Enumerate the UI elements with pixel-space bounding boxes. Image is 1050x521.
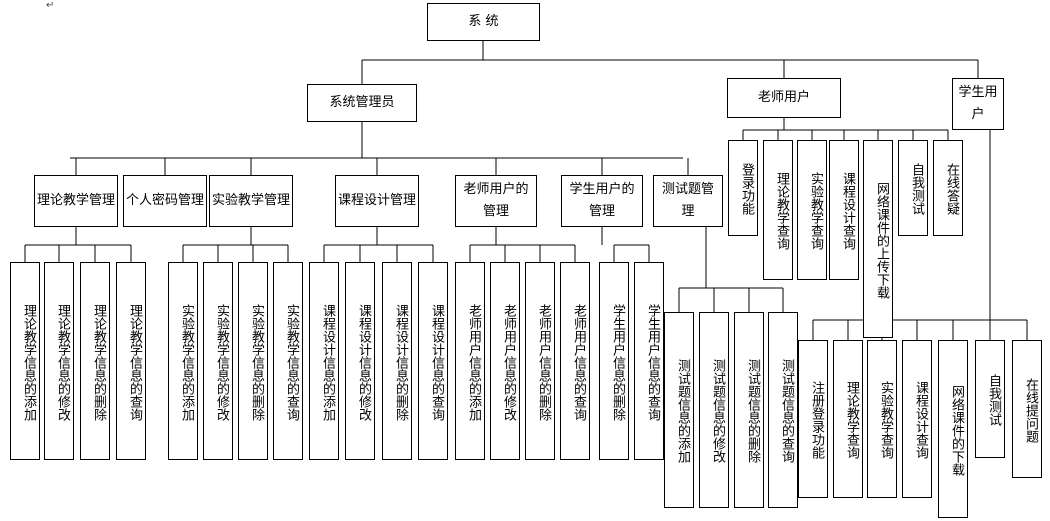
student-online-question: 在线提问题 [1012, 340, 1042, 478]
leaf-experiment-delete: 实验教学信息的删除 [238, 262, 268, 460]
teacher-login: 登录功能 [728, 140, 758, 236]
student-courseware-download: 网络课件的下载 [938, 340, 968, 518]
leaf-theory-edit: 理论教学信息的修改 [44, 262, 74, 460]
leaf-theory-delete: 理论教学信息的删除 [80, 262, 110, 460]
teacher-theory-query: 理论教学查询 [763, 140, 793, 280]
node-admin-test-mgmt: 测试题管理 [653, 175, 723, 227]
leaf-test-edit: 测试题信息的修改 [699, 312, 729, 508]
leaf-teacher-delete: 老师用户信息的删除 [525, 262, 555, 460]
teacher-online-qa: 在线答疑 [933, 140, 963, 236]
student-experiment-query: 实验教学查询 [867, 340, 897, 498]
student-register-login: 注册登录功能 [798, 340, 828, 498]
node-admin: 系统管理员 [307, 84, 417, 122]
paragraph-mark: ↵ [46, 0, 55, 11]
leaf-teacher-add: 老师用户信息的添加 [455, 262, 485, 460]
teacher-course-query: 课程设计查询 [829, 140, 859, 280]
leaf-experiment-add: 实验教学信息的添加 [168, 262, 198, 460]
leaf-teacher-edit: 老师用户信息的修改 [490, 262, 520, 460]
student-course-query: 课程设计查询 [902, 340, 932, 498]
node-student: 学生用户 [952, 78, 1004, 130]
student-self-test: 自我测试 [975, 340, 1005, 458]
node-admin-teacher-mgmt: 老师用户的管理 [455, 175, 537, 227]
teacher-experiment-query: 实验教学查询 [797, 140, 827, 280]
leaf-course-edit: 课程设计信息的修改 [345, 262, 375, 460]
leaf-test-add: 测试题信息的添加 [664, 312, 694, 508]
leaf-test-query: 测试题信息的查询 [768, 312, 798, 508]
leaf-student-query: 学生用户信息的查询 [634, 262, 664, 460]
leaf-teacher-query: 老师用户信息的查询 [560, 262, 590, 460]
leaf-test-delete: 测试题信息的删除 [734, 312, 764, 508]
node-admin-password: 个人密码管理 [123, 175, 207, 227]
teacher-courseware-updown: 网络课件的上传下载 [863, 140, 893, 338]
leaf-experiment-query: 实验教学信息的查询 [273, 262, 303, 460]
leaf-theory-query: 理论教学信息的查询 [116, 262, 146, 460]
student-theory-query: 理论教学查询 [833, 340, 863, 498]
teacher-self-test: 自我测试 [898, 140, 928, 236]
node-admin-theory: 理论教学管理 [34, 175, 118, 227]
node-root: 系 统 [427, 3, 540, 41]
node-admin-experiment: 实验教学管理 [209, 175, 293, 227]
leaf-course-delete: 课程设计信息的删除 [382, 262, 412, 460]
node-teacher: 老师用户 [727, 78, 841, 118]
leaf-course-query: 课程设计信息的查询 [418, 262, 448, 460]
node-admin-student-mgmt: 学生用户的管理 [561, 175, 643, 227]
node-admin-course: 课程设计管理 [335, 175, 419, 227]
leaf-student-delete: 学生用户信息的删除 [599, 262, 629, 460]
leaf-theory-add: 理论教学信息的添加 [10, 262, 40, 460]
leaf-experiment-edit: 实验教学信息的修改 [203, 262, 233, 460]
leaf-course-add: 课程设计信息的添加 [309, 262, 339, 460]
